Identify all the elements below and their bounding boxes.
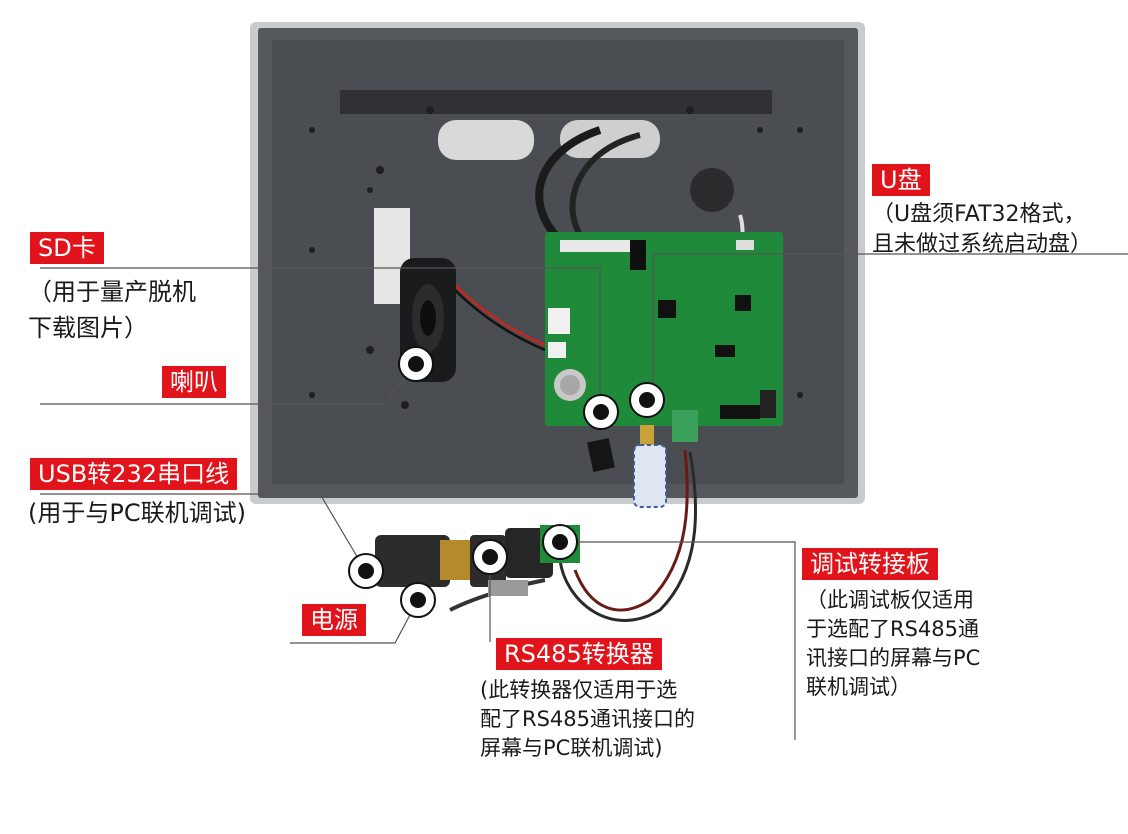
marker-speaker: [398, 346, 434, 382]
label-usb-cable: USB转232串口线: [30, 458, 238, 490]
marker-rs485: [472, 539, 508, 575]
label-sd-card: SD卡: [30, 232, 104, 264]
usb-disk-item: [633, 425, 667, 508]
desc-debug-board: （此调试板仅适用 于选配了RS485通 讯接口的屏幕与PC 联机调试）: [806, 586, 980, 702]
desc-debug-board-line-3: 讯接口的屏幕与PC: [806, 646, 981, 670]
desc-usb-cable-line-1: (用于与PC联机调试): [28, 499, 246, 527]
desc-debug-board-line-2: 于选配了RS485通: [806, 617, 980, 641]
internal-cables: [454, 126, 747, 352]
desc-rs485-line-1: (此转换器仅适用于选: [480, 678, 678, 702]
desc-rs485-line-3: 屏幕与PC联机调试): [480, 736, 663, 760]
marker-usb-cable: [348, 553, 384, 589]
desc-sd-card: （用于量产脱机 下载图片）: [28, 274, 196, 346]
label-speaker: 喇叭: [162, 366, 226, 398]
desc-u-disk-line-2: 且未做过系统启动盘）: [872, 232, 1093, 257]
desc-rs485: (此转换器仅适用于选 配了RS485通讯接口的 屏幕与PC联机调试): [480, 676, 695, 763]
desc-sd-card-line-2: 下载图片）: [28, 314, 148, 342]
label-rs485: RS485转换器: [496, 638, 662, 670]
marker-dots: [348, 346, 665, 618]
main-pcb: [545, 232, 783, 442]
desc-sd-card-line-1: （用于量产脱机: [28, 278, 196, 306]
leader-lines: [40, 253, 1128, 740]
sd-card-item: [587, 438, 615, 472]
desc-rs485-line-2: 配了RS485通讯接口的: [480, 707, 696, 731]
desc-u-disk-line-1: （U盘须FAT32格式，: [872, 202, 1086, 227]
desc-debug-board-line-4: 联机调试）: [806, 675, 911, 699]
label-power: 电源: [302, 604, 366, 636]
marker-power: [400, 582, 436, 618]
desc-usb-cable: (用于与PC联机调试): [28, 498, 246, 528]
marker-u-disk: [629, 382, 665, 418]
marker-sd-card: [583, 394, 619, 430]
desc-u-disk: （U盘须FAT32格式， 且未做过系统启动盘）: [872, 200, 1092, 260]
label-u-disk: U盘: [872, 164, 930, 196]
label-debug-board: 调试转接板: [802, 548, 938, 580]
marker-debug-board: [542, 524, 578, 560]
desc-debug-board-line-1: （此调试板仅适用: [806, 588, 974, 612]
